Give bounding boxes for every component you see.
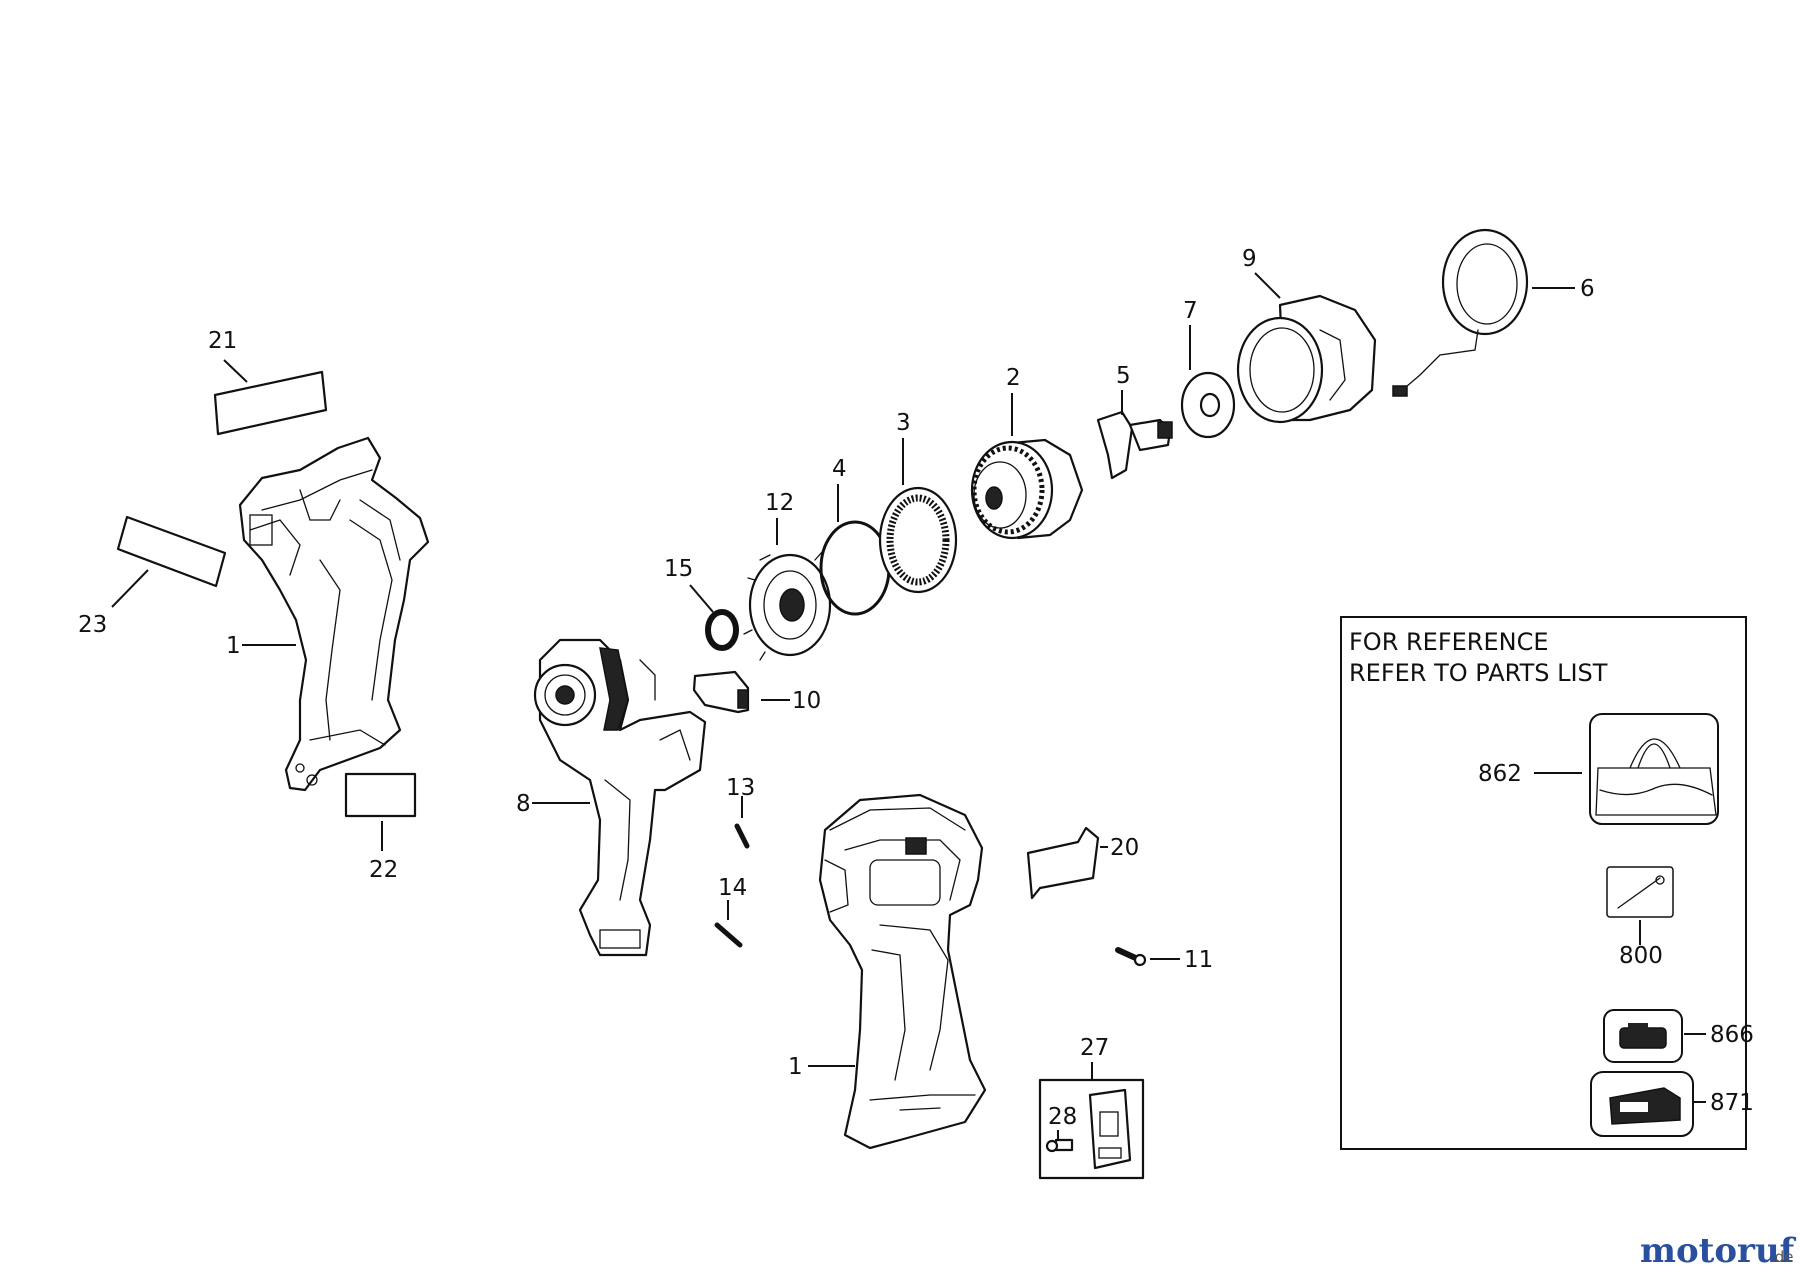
callout-22: 22 bbox=[369, 857, 398, 883]
callout-28: 28 bbox=[1048, 1104, 1077, 1130]
callout-5: 5 bbox=[1116, 363, 1131, 389]
callout-6: 6 bbox=[1580, 276, 1595, 302]
callout-800: 800 bbox=[1619, 943, 1663, 969]
callout-14: 14 bbox=[718, 875, 747, 901]
callout-7: 7 bbox=[1183, 298, 1198, 324]
callout-20: 20 bbox=[1110, 835, 1139, 861]
bag-icon bbox=[1589, 713, 1719, 825]
svg-text:motoruf: motoruf bbox=[1640, 1231, 1797, 1271]
callout-1-left: 1 bbox=[226, 633, 241, 659]
o-ring-4 bbox=[819, 520, 891, 616]
callout-23: 23 bbox=[78, 612, 107, 638]
housing-assembled bbox=[818, 793, 987, 1150]
callout-862: 862 bbox=[1478, 761, 1522, 787]
anvil-5 bbox=[1096, 410, 1173, 480]
battery-icon bbox=[1603, 1009, 1683, 1063]
hammer-case-9 bbox=[1236, 294, 1377, 424]
pin-13 bbox=[734, 823, 750, 849]
gear-case-2 bbox=[970, 438, 1084, 540]
pin-14 bbox=[714, 922, 743, 948]
screw-28 bbox=[1045, 1138, 1074, 1153]
label-strip-21 bbox=[213, 370, 328, 436]
ring-gear-3 bbox=[878, 486, 958, 594]
callout-10: 10 bbox=[792, 688, 821, 714]
callout-27: 27 bbox=[1080, 1035, 1109, 1061]
callout-1-right: 1 bbox=[788, 1054, 803, 1080]
wrench-icon bbox=[1606, 866, 1674, 918]
svg-text:.de: .de bbox=[1770, 1248, 1794, 1266]
label-strip-23 bbox=[116, 515, 227, 588]
reference-heading: FOR REFERENCE bbox=[1349, 628, 1549, 656]
callout-11: 11 bbox=[1184, 947, 1213, 973]
callout-4: 4 bbox=[832, 456, 847, 482]
callout-871: 871 bbox=[1710, 1090, 1754, 1116]
o-ring-15 bbox=[705, 609, 739, 651]
callout-2: 2 bbox=[1006, 365, 1021, 391]
callout-3: 3 bbox=[896, 410, 911, 436]
callout-numbers: 21 23 1 22 8 15 12 4 3 2 5 7 9 6 10 13 1… bbox=[78, 246, 1595, 1130]
callout-21: 21 bbox=[208, 328, 237, 354]
callout-8: 8 bbox=[516, 791, 531, 817]
switch-10 bbox=[692, 670, 750, 714]
reference-box: FOR REFERENCE REFER TO PARTS LIST 862 80… bbox=[1340, 616, 1754, 1150]
callout-12: 12 bbox=[765, 490, 794, 516]
callout-15: 15 bbox=[664, 556, 693, 582]
washer-7 bbox=[1180, 371, 1236, 439]
watermark-logo: motoruf .de bbox=[1640, 1231, 1797, 1271]
callout-866: 866 bbox=[1710, 1022, 1754, 1048]
light-ring-6 bbox=[1392, 228, 1529, 397]
motor-assembly-8 bbox=[533, 638, 707, 957]
charger-icon bbox=[1590, 1071, 1694, 1137]
belt-clip-27 bbox=[1038, 1078, 1145, 1180]
housing-half-left bbox=[238, 436, 430, 792]
leader-lines bbox=[111, 272, 1575, 1140]
gear-assembly-12 bbox=[743, 551, 832, 661]
label-20 bbox=[1026, 826, 1100, 900]
reference-subheading: REFER TO PARTS LIST bbox=[1349, 659, 1608, 687]
callout-13: 13 bbox=[726, 775, 755, 801]
label-22 bbox=[344, 772, 417, 818]
screw-11 bbox=[1115, 947, 1147, 967]
callout-9: 9 bbox=[1242, 246, 1257, 272]
